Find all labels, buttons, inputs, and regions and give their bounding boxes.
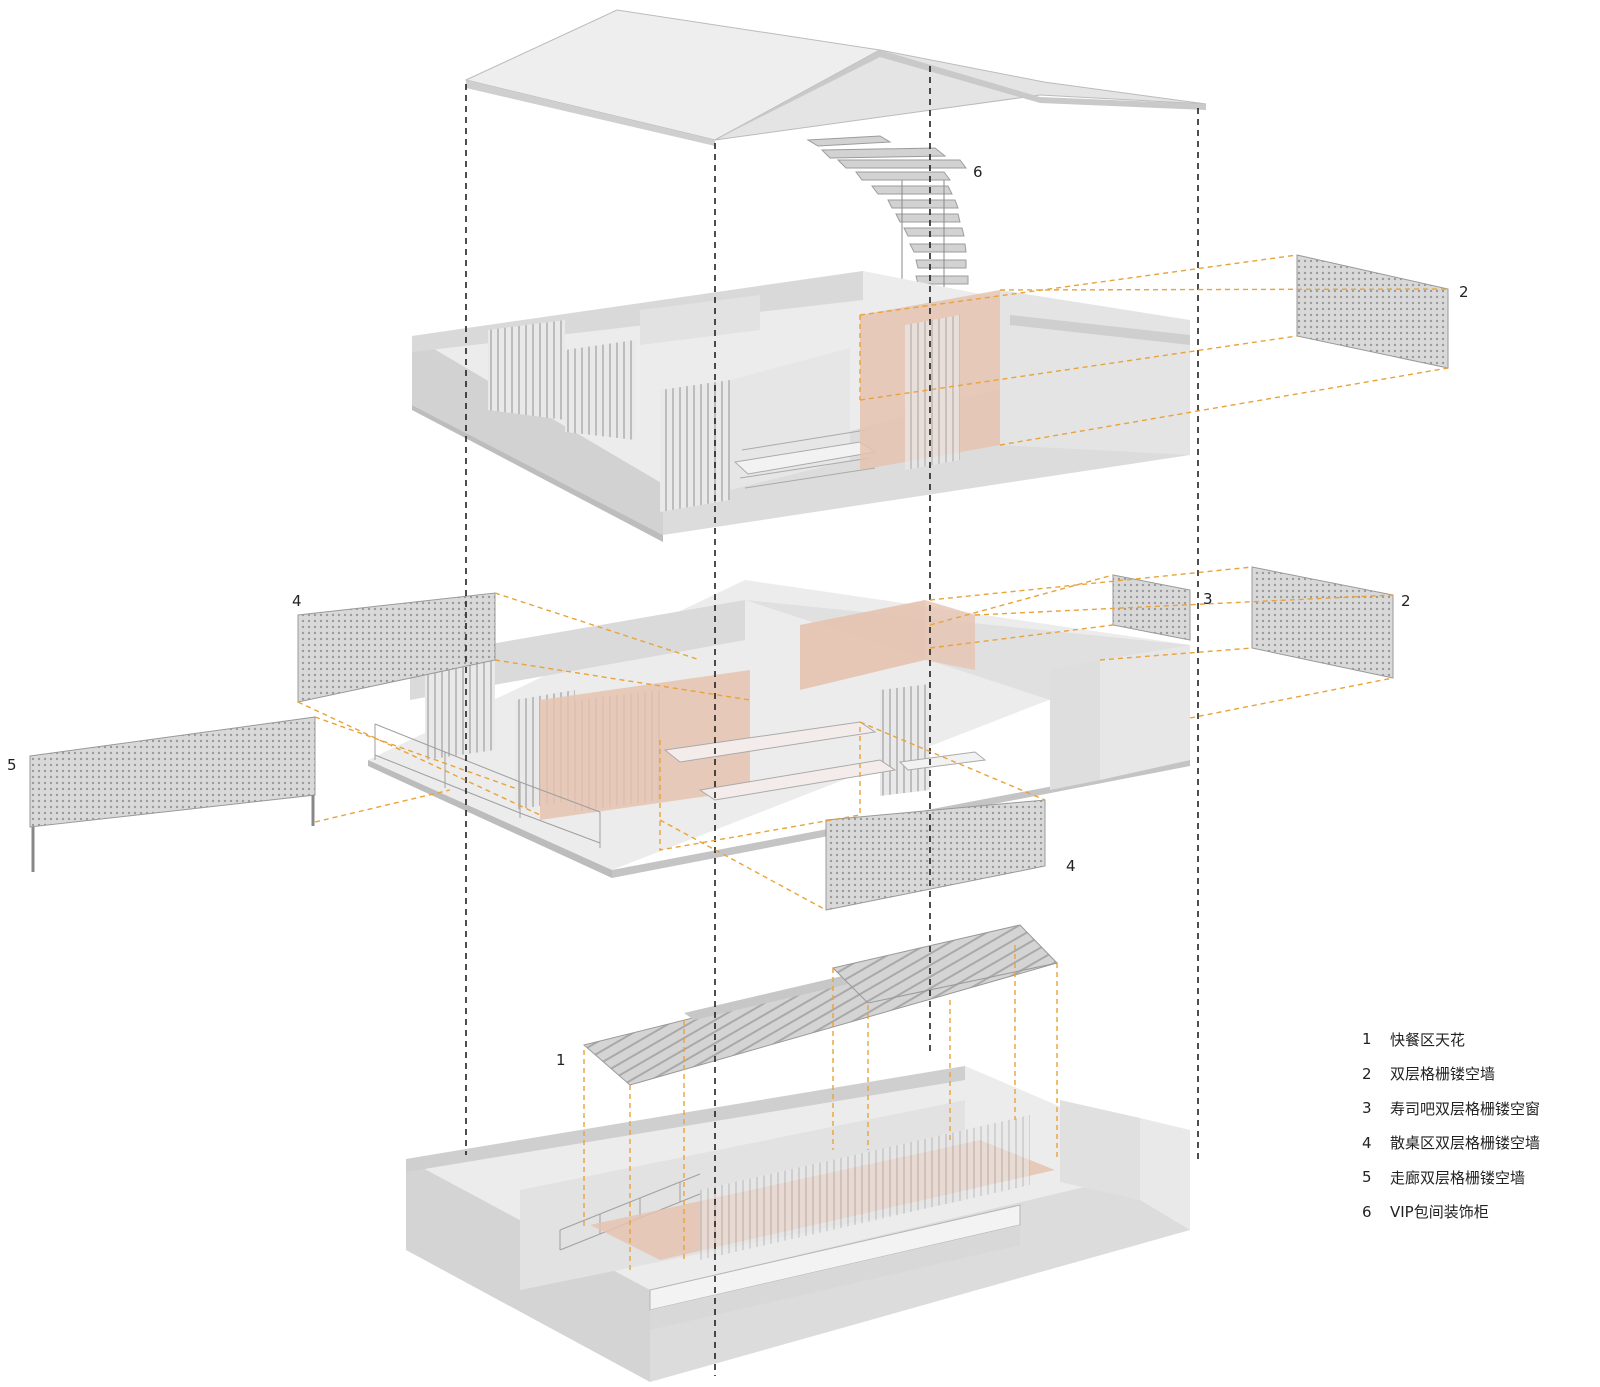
legend-item-number: 1: [1362, 1030, 1372, 1049]
callout-5: 5: [7, 756, 17, 774]
legend-item: 2 双层格栅镂空墙: [1362, 1057, 1597, 1092]
legend-item-number: 2: [1362, 1064, 1372, 1083]
middle-floor: [368, 580, 1190, 878]
middle-window-screen-item3: [1112, 574, 1191, 641]
fastfood-ceiling-item1: [582, 924, 1059, 1086]
legend-item-text: VIP包间装饰柜: [1390, 1203, 1489, 1222]
legend-item-text: 快餐区天花: [1390, 1030, 1466, 1049]
legend: 1 快餐区天花 2 双层格栅镂空墙 3 寿司吧双层格栅镂空窗 4 散桌区双层格栅…: [1362, 1022, 1597, 1229]
legend-item-number: 3: [1362, 1099, 1372, 1118]
callout-2-mid: 2: [1401, 592, 1411, 610]
legend-item: 5 走廊双层格栅镂空墙: [1362, 1160, 1597, 1195]
screen-guide-lines: [297, 254, 1449, 1270]
legend-item-text: 双层格栅镂空墙: [1390, 1065, 1496, 1084]
middle-bottom-screen-item4: [825, 799, 1046, 911]
legend-item-text: 寿司吧双层格栅镂空窗: [1390, 1099, 1541, 1118]
callout-1: 1: [556, 1051, 566, 1069]
middle-dining-tables: [663, 721, 987, 801]
legend-item: 6 VIP包间装饰柜: [1362, 1195, 1597, 1230]
middle-right-screen-item2: [1251, 566, 1394, 679]
upper-screen-wall: [1296, 254, 1449, 369]
roof: [464, 9, 1207, 146]
vip-decor-cabinet: [806, 135, 969, 290]
callout-3: 3: [1203, 590, 1213, 608]
legend-item-number: 6: [1362, 1202, 1372, 1221]
ground-floor: [406, 1066, 1190, 1382]
callout-6: 6: [973, 163, 983, 181]
alignment-lines: [465, 66, 1199, 1376]
legend-item-text: 走廊双层格栅镂空墙: [1390, 1168, 1526, 1187]
legend-item: 3 寿司吧双层格栅镂空窗: [1362, 1091, 1597, 1126]
callout-2-top: 2: [1459, 283, 1469, 301]
middle-railing: [374, 723, 601, 848]
upper-floor: [412, 271, 1190, 542]
legend-item-number: 4: [1362, 1133, 1372, 1152]
legend-item: 4 散桌区双层格栅镂空墙: [1362, 1126, 1597, 1161]
callout-4-bottom: 4: [1066, 857, 1076, 875]
legend-item-number: 5: [1362, 1168, 1372, 1187]
legend-item-text: 散桌区双层格栅镂空墙: [1390, 1134, 1541, 1153]
corridor-screen-item5: [29, 716, 316, 872]
legend-item: 1 快餐区天花: [1362, 1022, 1597, 1057]
callout-4-left: 4: [292, 592, 302, 610]
